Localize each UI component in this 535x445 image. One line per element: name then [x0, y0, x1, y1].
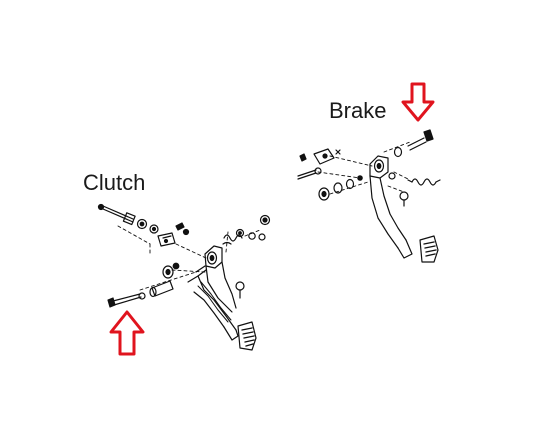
clutch-pedal-arm	[187, 245, 239, 341]
brake-alignment-lines	[317, 141, 411, 195]
clutch-pedal-pad	[237, 321, 257, 351]
brake-pointer-arrow-icon	[401, 82, 435, 122]
brake-assembly	[297, 129, 441, 263]
clutch-push-rod	[97, 203, 136, 226]
brake-clevis	[297, 148, 341, 180]
clutch-assembly	[97, 203, 271, 351]
clutch-stop-bolt	[235, 281, 245, 299]
brake-pedal-pad	[419, 235, 439, 263]
clutch-rod-washers	[136, 218, 159, 234]
brake-pivot-bolt	[393, 129, 434, 158]
brake-label: Brake	[329, 98, 387, 123]
clutch-pivot-bushing	[149, 262, 180, 298]
clutch-pointer-arrow-icon	[109, 310, 145, 356]
clutch-pivot-bolt	[107, 292, 146, 308]
brake-pedal-arm	[369, 155, 413, 259]
brake-washers	[318, 175, 363, 201]
brake-return-spring	[388, 172, 441, 207]
clutch-clevis	[157, 222, 190, 247]
clutch-label: Clutch	[83, 170, 146, 195]
clutch-return-spring	[222, 214, 271, 245]
